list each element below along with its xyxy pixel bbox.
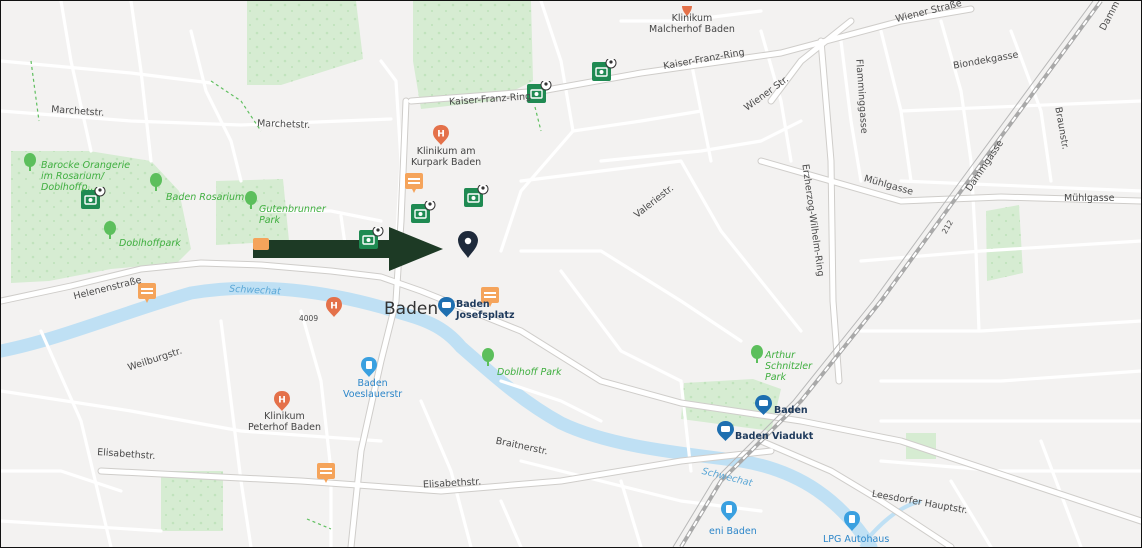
hotel-bed-icon[interactable] (317, 463, 335, 487)
poi-label-gutenbrunner[interactable]: Gutenbrunner Park (259, 204, 326, 226)
hotel-bed-icon[interactable] (405, 173, 423, 197)
camera-marker-icon[interactable] (592, 57, 618, 89)
poi-label-arthur-schnitzler-park[interactable]: Arthur Schnitzler Park (765, 350, 813, 383)
train-icon[interactable] (438, 297, 455, 321)
hotel-bed-icon[interactable] (481, 287, 499, 311)
footpaths (30, 60, 542, 530)
poi-label-lpg-autohaus[interactable]: LPG Autohaus (823, 534, 890, 545)
arrow-right-icon (253, 227, 443, 271)
location-pin-icon[interactable] (458, 231, 478, 258)
tree-icon (103, 221, 117, 243)
camera-marker-icon[interactable] (464, 183, 490, 215)
camera-marker-icon[interactable] (411, 199, 437, 231)
fuel-pump-icon[interactable] (844, 511, 860, 535)
train-icon[interactable] (717, 421, 734, 445)
poi-label-josefsplatz[interactable]: Baden Josefsplatz (456, 299, 515, 321)
parks (11, 1, 1023, 531)
tree-icon (23, 153, 37, 175)
hospital-h-icon[interactable] (680, 1, 694, 20)
fuel-pump-icon[interactable] (361, 357, 377, 381)
poi-label-baden-viadukt[interactable]: Baden Viadukt (735, 431, 814, 442)
tree-icon (244, 191, 258, 213)
city-label: Baden (384, 299, 439, 319)
hospital-h-icon[interactable]: H (433, 125, 449, 149)
hotel-bed-icon[interactable] (138, 283, 156, 307)
fuel-pump-icon[interactable] (721, 501, 737, 525)
poi-label-klinikum-malcherhof[interactable]: Klinikum Malcherhof Baden (649, 13, 735, 35)
poi-label-doblhoff-park[interactable]: Doblhoff Park (497, 367, 562, 378)
tree-icon (481, 348, 495, 370)
poi-label-klinikum-peterhof[interactable]: Klinikum Peterhof Baden (248, 411, 321, 433)
hotel-bed-icon[interactable] (253, 235, 269, 254)
hospital-h-icon[interactable]: H (326, 297, 342, 321)
svg-text:H: H (330, 302, 338, 312)
camera-marker-icon[interactable] (81, 185, 107, 217)
poi-label-eni-baden[interactable]: eni Baden (709, 526, 757, 537)
main-roads (1, 6, 1141, 547)
road-number-label: 4009 (299, 314, 319, 323)
svg-text:H: H (278, 396, 286, 406)
poi-label-doblhoffpark[interactable]: Doblhoffpark (119, 238, 181, 249)
street-label: Marchetstr. (256, 118, 311, 131)
poi-label-voeslauerstr[interactable]: Baden Voeslauerstr (343, 378, 403, 400)
poi-label-rosarium[interactable]: Baden Rosarium (166, 192, 245, 203)
train-icon[interactable] (755, 395, 772, 419)
poi-label-baden-station[interactable]: Baden (774, 405, 808, 416)
svg-text:H: H (437, 130, 445, 140)
hospital-h-icon[interactable]: H (274, 391, 290, 415)
poi-label-orangerie[interactable]: Barocke Orangerie im Rosarium/ Doblhoffp… (41, 160, 131, 193)
camera-marker-icon[interactable] (359, 225, 385, 257)
camera-marker-icon[interactable] (527, 79, 553, 111)
poi-label-klinikum-kurpark[interactable]: Klinikum am Kurpark Baden (411, 146, 482, 168)
tree-icon (750, 345, 764, 367)
tree-icon (149, 173, 163, 195)
street-label: Mühlgasse (1064, 193, 1115, 204)
railway (672, 1, 1103, 547)
